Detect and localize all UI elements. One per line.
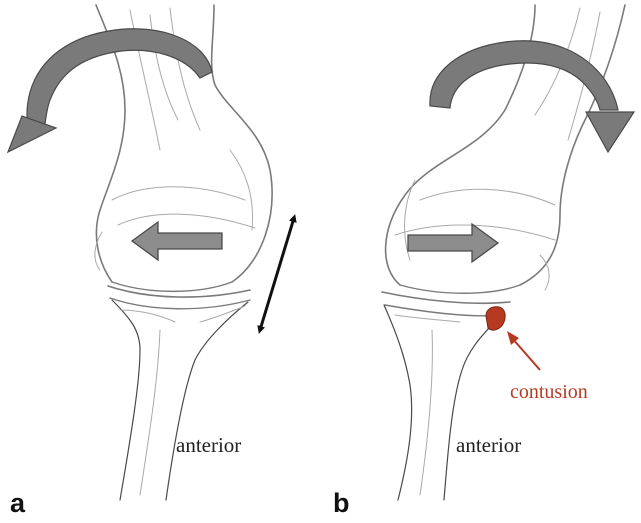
translation-arrow-b bbox=[408, 224, 498, 262]
caption-b: anterior bbox=[456, 433, 521, 457]
rotation-arrow-b bbox=[430, 41, 634, 152]
translation-arrow-a bbox=[132, 222, 222, 260]
rotation-arrow-a bbox=[8, 29, 212, 152]
panel-label-a: a bbox=[10, 488, 26, 518]
caption-a: anterior bbox=[176, 433, 241, 457]
panel-b: contusion anterior b bbox=[333, 5, 634, 518]
panel-a: anterior a bbox=[8, 5, 294, 518]
contusion-mark bbox=[486, 307, 505, 330]
panel-label-b: b bbox=[333, 488, 350, 518]
contusion-pointer-arrow bbox=[507, 331, 540, 370]
tibia-sketch-a bbox=[108, 286, 250, 500]
contusion-label: contusion bbox=[510, 381, 588, 403]
